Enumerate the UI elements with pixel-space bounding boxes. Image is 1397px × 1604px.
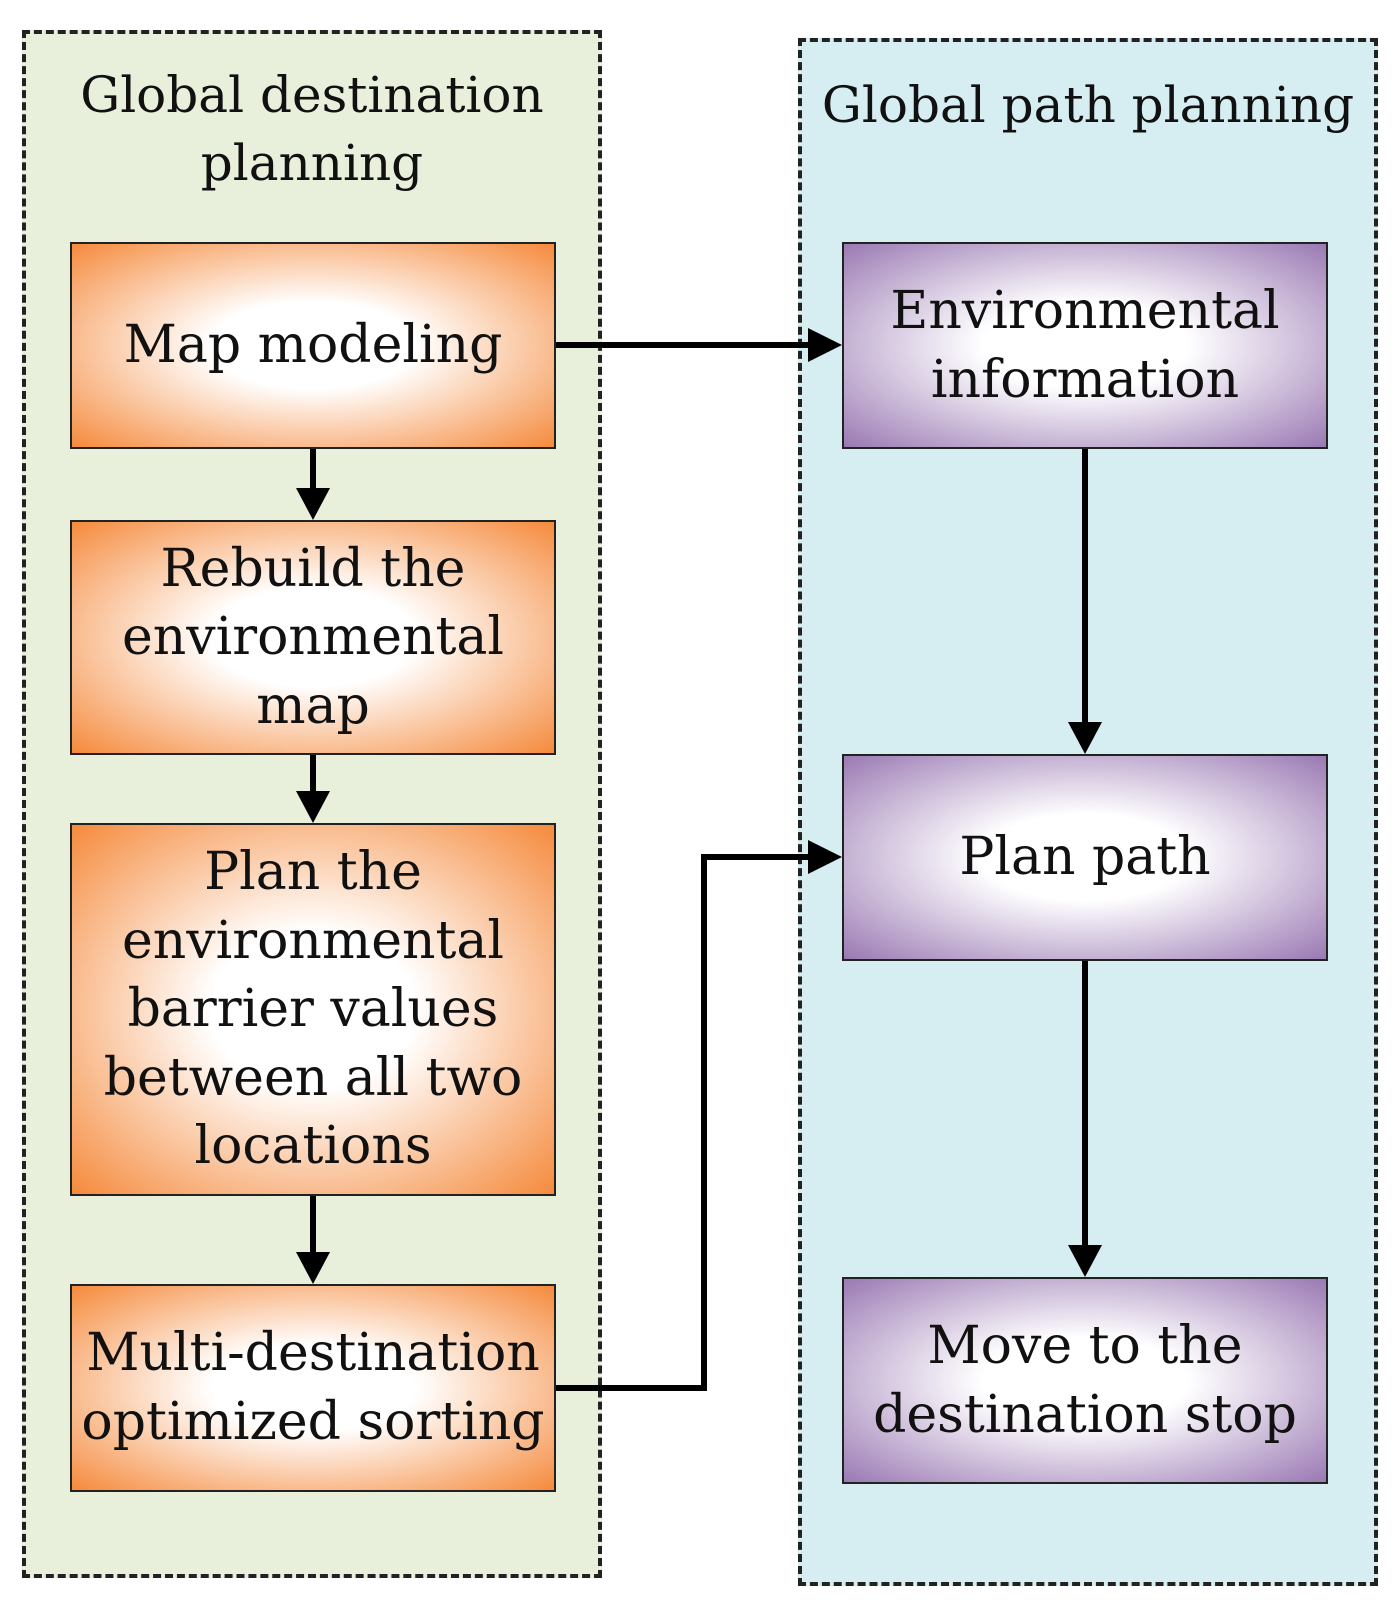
step-rebuild-map: Rebuild the environmental map: [70, 520, 556, 755]
arrowhead-envinfo: [808, 328, 842, 362]
arrowhead-planpath-top: [1068, 722, 1102, 754]
panel-title-left: Global destination planning: [80, 66, 544, 192]
arrowhead-plan: [296, 791, 330, 823]
step-plan-path: Plan path: [842, 754, 1328, 961]
step-label: Map modeling: [123, 315, 503, 376]
step-label: Environmental information: [890, 280, 1280, 410]
step-plan-barrier-values: Plan the environmental barrier values be…: [70, 823, 556, 1196]
step-map-modeling: Map modeling: [70, 242, 556, 449]
step-label: Multi-destination optimized sorting: [81, 1323, 545, 1452]
arrow-sorting-to-planpath: [556, 854, 812, 1391]
arrowhead-sorting: [296, 1252, 330, 1284]
step-multi-destination-sorting: Multi-destination optimized sorting: [70, 1284, 556, 1492]
step-label: Rebuild the environmental map: [121, 538, 505, 736]
arrowhead-rebuild: [296, 488, 330, 520]
panel-title-right: Global path planning: [821, 76, 1355, 134]
step-environmental-information: Environmental information: [842, 242, 1328, 449]
step-label: Move to the destination stop: [873, 1315, 1297, 1445]
arrowhead-move: [1068, 1245, 1102, 1277]
arrowhead-planpath-left: [808, 840, 842, 874]
step-label: Plan path: [959, 827, 1211, 888]
step-label: Plan the environmental barrier values be…: [103, 841, 523, 1177]
step-move-to-destination: Move to the destination stop: [842, 1277, 1328, 1484]
